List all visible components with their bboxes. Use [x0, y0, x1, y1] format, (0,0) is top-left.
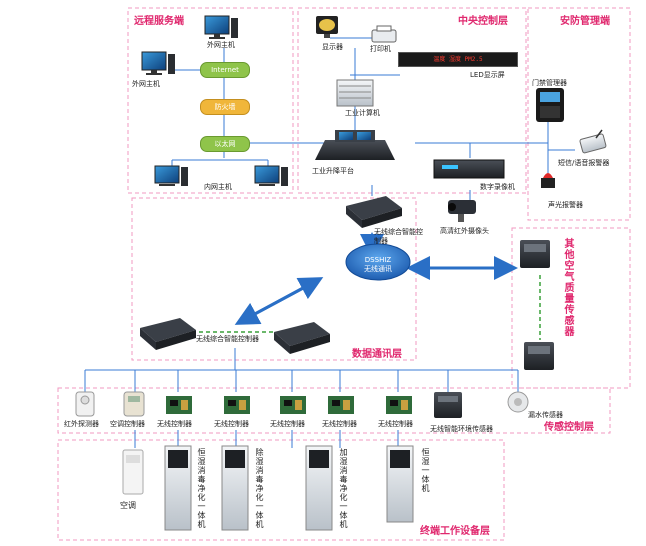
wireless-board-4 — [328, 396, 354, 414]
bottom-controller-label: 无线综合智能控制器 — [196, 335, 259, 343]
console-label: 工业升降平台 — [312, 167, 354, 175]
zone-title-security: 安防管理端 — [560, 16, 610, 27]
air-sensor-top — [520, 240, 550, 268]
unit-3 — [305, 445, 333, 531]
ac-label: 空调 — [120, 501, 136, 510]
led-label: LED显示屏 — [470, 71, 505, 79]
access-label: 门禁管理器 — [532, 79, 567, 87]
w3-label: 无线控制器 — [270, 420, 305, 428]
siren-label: 声光报警器 — [548, 201, 583, 209]
led-screen: 温度 湿度 PM2.5 — [398, 52, 518, 67]
sms-label: 短信/语音报警器 — [558, 159, 610, 167]
monitor-device — [316, 16, 338, 38]
nvr-label: 数字录像机 — [480, 183, 515, 191]
printer-label: 打印机 — [370, 45, 391, 53]
air-sensor-bottom — [524, 342, 554, 370]
env-sensor-device — [434, 392, 462, 418]
hub-label-line1: DSSHIZ — [364, 256, 392, 264]
bottom-wireless-controller-left-device — [140, 318, 196, 350]
int-host-label: 内网主机 — [204, 183, 232, 191]
unit-1-label: 恒湿消毒净化一体机 — [197, 448, 206, 529]
sms-alarm — [579, 129, 607, 154]
w1-label: 无线控制器 — [157, 420, 192, 428]
unit-1 — [164, 445, 192, 531]
ir-label: 红外探测器 — [64, 420, 99, 428]
zone-title-remote: 远程服务端 — [134, 16, 184, 27]
industrial-computer — [336, 79, 374, 107]
unit-4-label: 恒湿一体机 — [421, 448, 430, 493]
connector-lines — [84, 37, 575, 448]
siren-device — [541, 173, 555, 188]
ac-ctrl-label: 空调控制器 — [110, 420, 145, 428]
w2-label: 无线控制器 — [214, 420, 249, 428]
zone-title-other-sensors: 其他空气质量传感器 — [562, 238, 573, 337]
air-conditioner-unit — [122, 449, 144, 495]
top-controller-label: 无线综合智能控制器 — [374, 228, 423, 245]
nvr-device — [433, 159, 505, 179]
leak-sensor-device — [507, 391, 529, 413]
green-dashed-links — [192, 275, 541, 340]
zone-title-terminal: 终端工作设备层 — [420, 526, 490, 537]
w4-label: 无线控制器 — [322, 420, 357, 428]
unit-4 — [386, 445, 414, 523]
wireless-board-5 — [386, 396, 412, 414]
zone-title-comm: 数据通讯层 — [352, 349, 402, 360]
access-controller — [536, 88, 564, 122]
lifting-console — [315, 130, 395, 160]
w5-label: 无线控制器 — [378, 420, 413, 428]
ipc-label: 工业计算机 — [345, 109, 380, 117]
hub-label: DSSHIZ 无线通讯 — [350, 256, 406, 274]
pc-ext-host-2 — [141, 51, 175, 75]
top-wireless-controller-device — [346, 196, 402, 228]
internet-node: Internet — [200, 62, 250, 78]
hub-label-line2: 无线通讯 — [364, 265, 392, 273]
bottom-wireless-controller-right-device — [274, 322, 330, 354]
zone-title-sensor: 传感控制层 — [544, 422, 594, 433]
unit-2-label: 除湿消毒净化一体机 — [255, 448, 264, 529]
camera-device — [448, 200, 476, 222]
wireless-board-3 — [280, 396, 306, 414]
ethernet-node: 以太网 — [200, 136, 250, 152]
printer-device — [371, 25, 397, 43]
unit-3-label: 加湿消毒净化一体机 — [339, 448, 348, 529]
leak-label: 漏水传感器 — [528, 411, 563, 419]
ac-controller-device — [123, 391, 145, 417]
unit-2 — [221, 445, 249, 531]
pc-ext-host-1 — [204, 15, 238, 39]
ext-host-1-label: 外网主机 — [207, 41, 235, 49]
ext-host-2-label: 外网主机 — [132, 80, 160, 88]
wireless-board-1 — [166, 396, 192, 414]
monitor-label: 显示器 — [322, 43, 343, 51]
ir-detector-device — [75, 391, 95, 417]
pc-int-host-2 — [254, 165, 288, 186]
wireless-board-2 — [224, 396, 250, 414]
env-label: 无线智能环境传感器 — [430, 425, 493, 433]
zone-title-central: 中央控制层 — [458, 16, 508, 27]
camera-label: 高清红外摄像头 — [440, 227, 489, 235]
wireless-hub — [345, 243, 411, 281]
firewall-node: 防火墙 — [200, 99, 250, 115]
pc-int-host-1 — [154, 165, 188, 186]
